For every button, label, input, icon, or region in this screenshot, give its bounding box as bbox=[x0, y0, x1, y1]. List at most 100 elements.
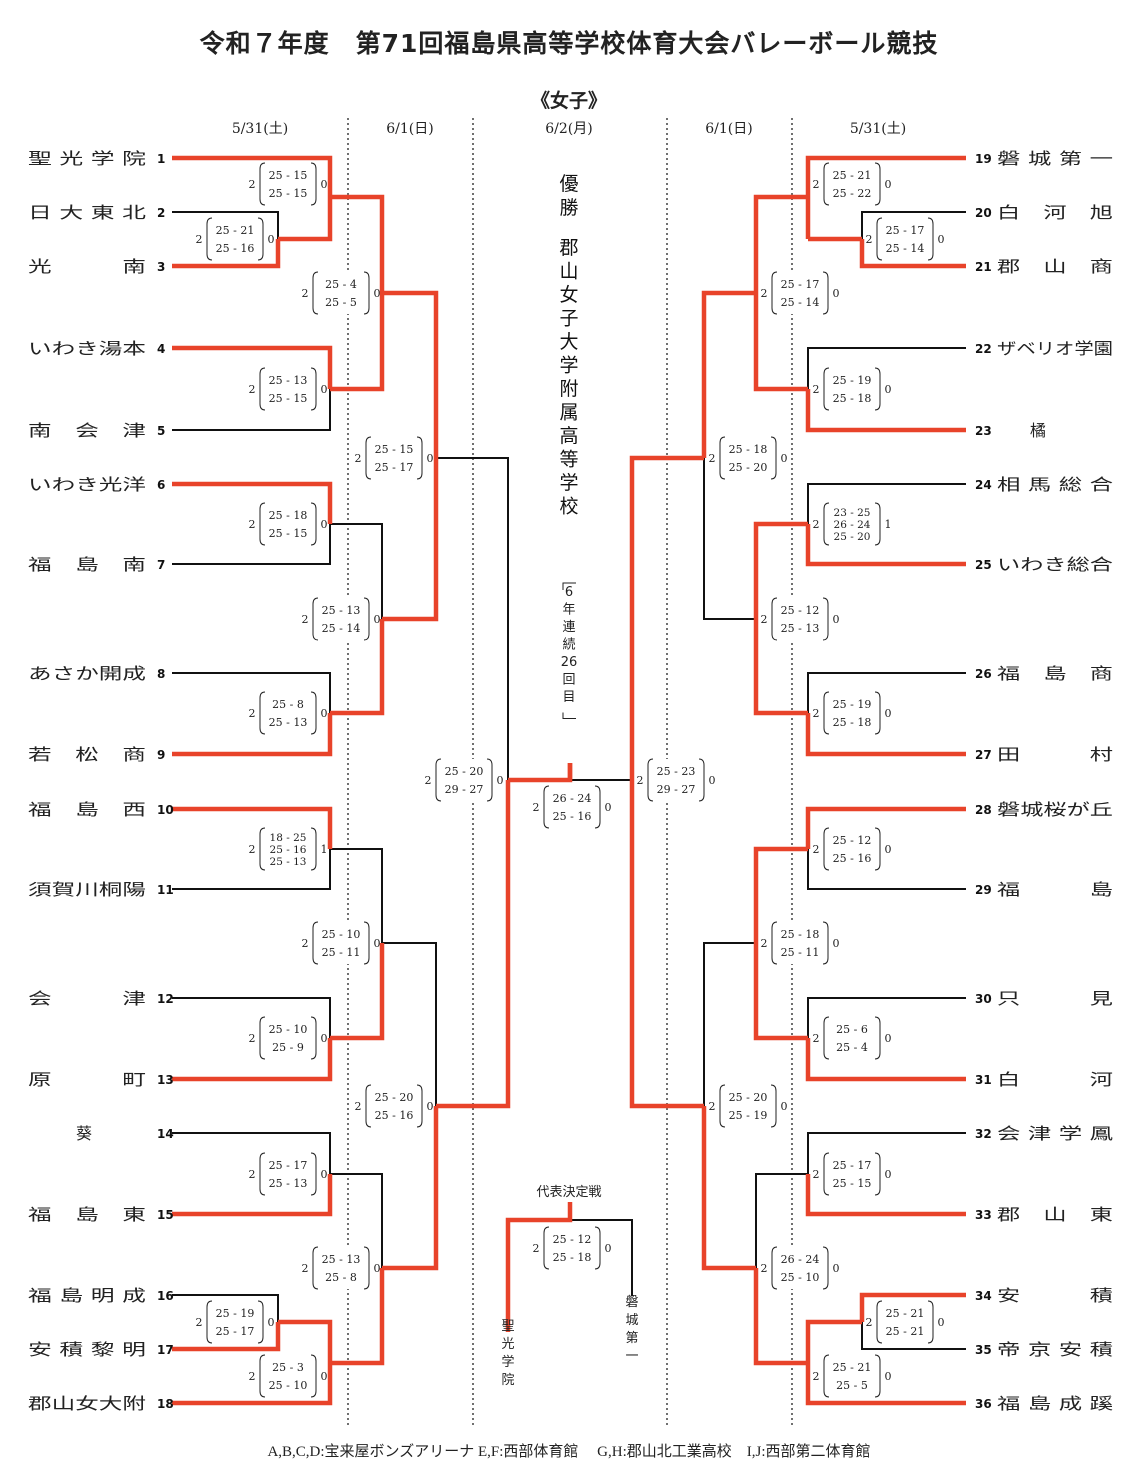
sets-won-a: 2 bbox=[249, 178, 256, 191]
set-score: 25 - 3 bbox=[272, 1361, 304, 1374]
score-bracket-right bbox=[416, 436, 423, 480]
set-score: 25 - 15 bbox=[833, 1177, 872, 1190]
rep-left-team-char: 聖 bbox=[501, 1319, 514, 1334]
team-name: 帝 京 安 積 bbox=[997, 1340, 1113, 1359]
team-name: 田 村 bbox=[997, 745, 1113, 764]
bracket-line bbox=[807, 849, 966, 890]
score-backdrop bbox=[259, 828, 317, 870]
winner-line bbox=[172, 345, 333, 389]
set-score: 25 - 19 bbox=[833, 698, 872, 711]
score-bracket-right bbox=[594, 1226, 601, 1270]
winner-line bbox=[330, 1268, 385, 1366]
score-bracket-left bbox=[312, 271, 319, 315]
bracket-winner-lines bbox=[172, 155, 966, 1406]
score-bracket-right bbox=[257, 217, 264, 261]
set-score: 25 - 20 bbox=[834, 531, 871, 543]
venue-footer: A,B,C,D:宝来屋ボンズアリーナ E,F:西部体育館 G,H:郡山北工業高校… bbox=[267, 1444, 871, 1460]
winner-line bbox=[382, 1106, 439, 1271]
score-bracket-left bbox=[823, 367, 830, 411]
sets-won-a: 2 bbox=[709, 452, 716, 465]
winner-line bbox=[629, 780, 704, 1109]
sets-won-a: 2 bbox=[249, 707, 256, 720]
sets-won-a: 2 bbox=[761, 287, 768, 300]
set-score: 25 - 18 bbox=[833, 716, 872, 729]
date-header-right-r2: 6/1(日) bbox=[705, 121, 752, 137]
sets-won-b: 0 bbox=[833, 937, 840, 950]
score-backdrop bbox=[312, 272, 370, 314]
winner-line bbox=[172, 481, 333, 524]
bracket-line bbox=[703, 458, 756, 620]
winner-line bbox=[753, 619, 808, 716]
bracket-line bbox=[330, 1173, 383, 1268]
set-score: 25 - 22 bbox=[833, 187, 872, 200]
score-backdrop bbox=[543, 786, 601, 828]
sets-won-a: 2 bbox=[813, 518, 820, 531]
bracket-line bbox=[172, 1294, 279, 1322]
score-bracket-left bbox=[771, 1246, 778, 1290]
champion-team-char: 学 bbox=[559, 472, 578, 494]
sets-won-a: 2 bbox=[813, 707, 820, 720]
team-seed: 31 bbox=[975, 1073, 992, 1087]
winner-line bbox=[508, 763, 573, 783]
set-score: 25 - 13 bbox=[269, 374, 308, 387]
team-name: 白 河 bbox=[997, 1070, 1113, 1089]
sets-won-b: 0 bbox=[833, 287, 840, 300]
winner-line bbox=[805, 1363, 966, 1406]
sets-won-b: 0 bbox=[885, 707, 892, 720]
sets-won-b: 0 bbox=[497, 774, 504, 787]
team-name: 福 島 成 蹊 bbox=[997, 1394, 1113, 1413]
score-backdrop bbox=[771, 598, 829, 640]
set-score: 18 - 25 bbox=[270, 832, 307, 844]
score-backdrop bbox=[876, 218, 934, 260]
score-bracket-right bbox=[874, 1016, 881, 1060]
set-score: 25 - 20 bbox=[445, 765, 484, 778]
score-bracket-left bbox=[259, 691, 266, 735]
sets-won-a: 2 bbox=[813, 1032, 820, 1045]
team-seed: 32 bbox=[975, 1127, 992, 1141]
score-bracket-right bbox=[310, 827, 317, 871]
score-backdrop bbox=[259, 503, 317, 545]
score-bracket-left bbox=[543, 1226, 550, 1270]
bracket-line bbox=[172, 1132, 331, 1174]
rep-left-team-char: 院 bbox=[501, 1373, 514, 1388]
team-seed: 19 bbox=[975, 152, 992, 166]
team-seed: 5 bbox=[157, 424, 165, 438]
score-bracket-right bbox=[363, 597, 370, 641]
team-name: 南 会 津 bbox=[28, 421, 146, 440]
sets-won-a: 2 bbox=[637, 774, 644, 787]
team-name: 郡 山 商 bbox=[997, 257, 1113, 276]
champion-team-char: 子 bbox=[559, 308, 578, 330]
set-score: 25 - 15 bbox=[269, 392, 308, 405]
sets-won-b: 0 bbox=[321, 1168, 328, 1181]
champion-team-char: 山 bbox=[559, 261, 578, 283]
winner-line bbox=[805, 155, 966, 239]
sets-won-a: 2 bbox=[813, 383, 820, 396]
team-seed: 16 bbox=[157, 1289, 174, 1303]
team-name: 葵 bbox=[76, 1124, 92, 1143]
score-backdrop bbox=[823, 368, 881, 410]
team-name: 白 河 旭 bbox=[997, 203, 1113, 222]
winner-line bbox=[859, 239, 966, 269]
set-score: 25 - 10 bbox=[269, 1379, 308, 1392]
team-seed: 33 bbox=[975, 1208, 992, 1222]
sets-won-b: 0 bbox=[781, 1100, 788, 1113]
score-backdrop bbox=[259, 368, 317, 410]
team-name: 若 松 商 bbox=[28, 745, 146, 764]
bracket-line bbox=[172, 849, 331, 890]
winner-line bbox=[701, 1106, 756, 1271]
score-bracket-left bbox=[719, 1084, 726, 1128]
set-score: 29 - 27 bbox=[445, 783, 484, 796]
team-name: 相 馬 総 合 bbox=[997, 475, 1113, 494]
team-name: 日 大 東 北 bbox=[28, 203, 146, 222]
